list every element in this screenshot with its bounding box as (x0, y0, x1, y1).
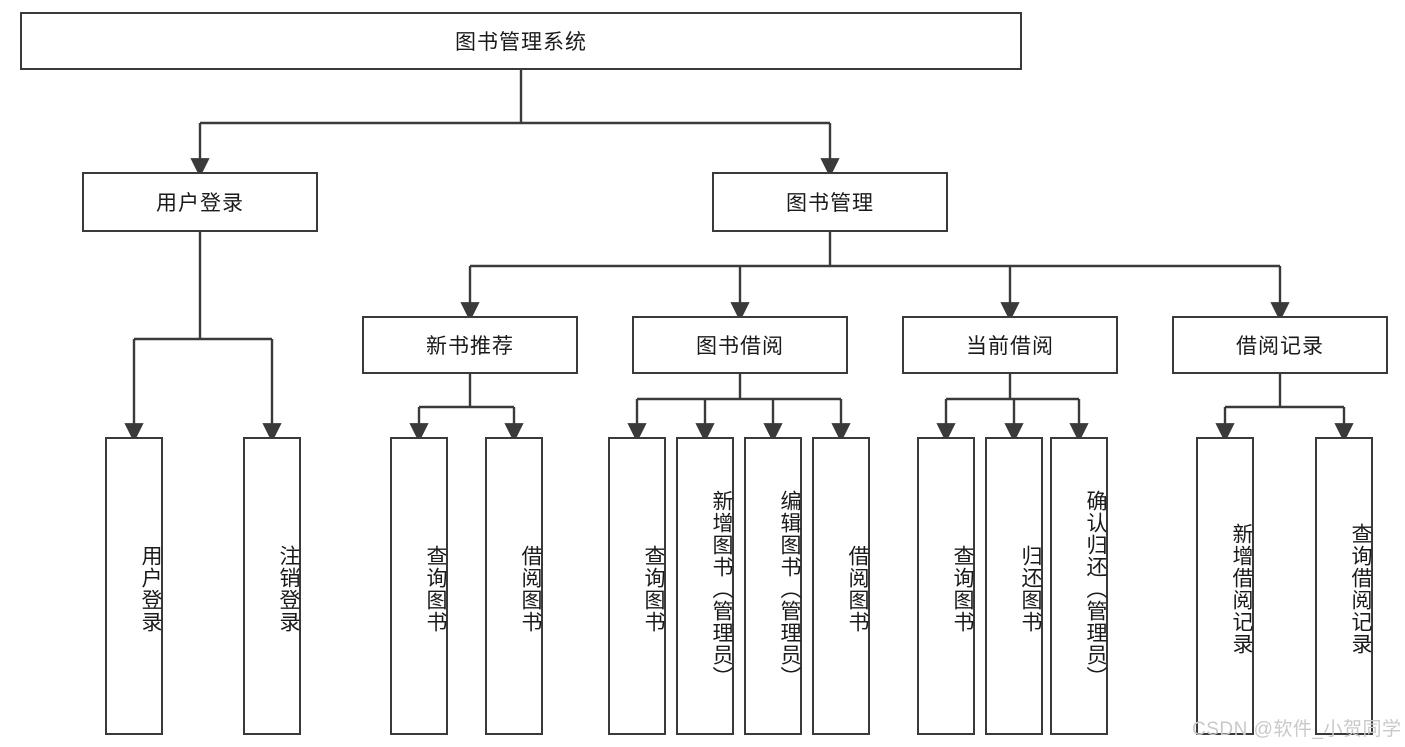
node-label: 查询图书 (424, 545, 447, 633)
csdn-watermark: CSDN @软件_小贺同学 (1192, 719, 1402, 740)
leaf-node-leaf-return-book[interactable]: 归还图书 (985, 437, 1043, 735)
node-label: 图书管理系统 (455, 31, 587, 54)
root-node-root[interactable]: 图书管理系统 (20, 12, 1022, 70)
level2-node-borrow-record[interactable]: 借阅记录 (1172, 316, 1388, 374)
level2-node-book-borrow[interactable]: 图书借阅 (632, 316, 848, 374)
leaf-node-leaf-borrow-book-1[interactable]: 借阅图书 (485, 437, 543, 735)
node-label: 查询图书 (951, 545, 974, 633)
level2-node-current-borrow[interactable]: 当前借阅 (902, 316, 1118, 374)
leaf-node-leaf-borrow-book-2[interactable]: 借阅图书 (812, 437, 870, 735)
node-label: 注销登录 (277, 545, 300, 633)
node-label: 确认归还（管理员） (1084, 490, 1107, 688)
node-label: 借阅图书 (846, 545, 869, 633)
leaf-node-leaf-confirm-return[interactable]: 确认归还（管理员） (1050, 437, 1108, 735)
node-label: 用户登录 (156, 192, 244, 215)
leaf-node-leaf-query-book-1[interactable]: 查询图书 (390, 437, 448, 735)
node-label: 查询借阅记录 (1349, 523, 1372, 655)
node-label: 图书管理 (786, 192, 874, 215)
node-label: 图书借阅 (696, 335, 784, 358)
leaf-node-leaf-add-record[interactable]: 新增借阅记录 (1196, 437, 1254, 735)
node-label: 借阅图书 (519, 545, 542, 633)
node-label: 新增图书（管理员） (710, 490, 733, 688)
level1-node-book-manage[interactable]: 图书管理 (712, 172, 948, 232)
leaf-node-leaf-user-login[interactable]: 用户登录 (105, 437, 163, 735)
node-label: 新书推荐 (426, 335, 514, 358)
level1-node-user-login[interactable]: 用户登录 (82, 172, 318, 232)
node-label: 当前借阅 (966, 335, 1054, 358)
node-label: 新增借阅记录 (1230, 523, 1253, 655)
leaf-node-leaf-add-book[interactable]: 新增图书（管理员） (676, 437, 734, 735)
leaf-node-leaf-query-book-2[interactable]: 查询图书 (608, 437, 666, 735)
level2-node-new-book-rec[interactable]: 新书推荐 (362, 316, 578, 374)
node-label: 用户登录 (139, 545, 162, 633)
node-label: 借阅记录 (1236, 335, 1324, 358)
node-label: 查询图书 (642, 545, 665, 633)
leaf-node-leaf-edit-book[interactable]: 编辑图书（管理员） (744, 437, 802, 735)
leaf-node-leaf-query-record[interactable]: 查询借阅记录 (1315, 437, 1373, 735)
node-label: 归还图书 (1019, 545, 1042, 633)
node-label: 编辑图书（管理员） (778, 490, 801, 688)
leaf-node-leaf-query-book-3[interactable]: 查询图书 (917, 437, 975, 735)
leaf-node-leaf-logout[interactable]: 注销登录 (243, 437, 301, 735)
